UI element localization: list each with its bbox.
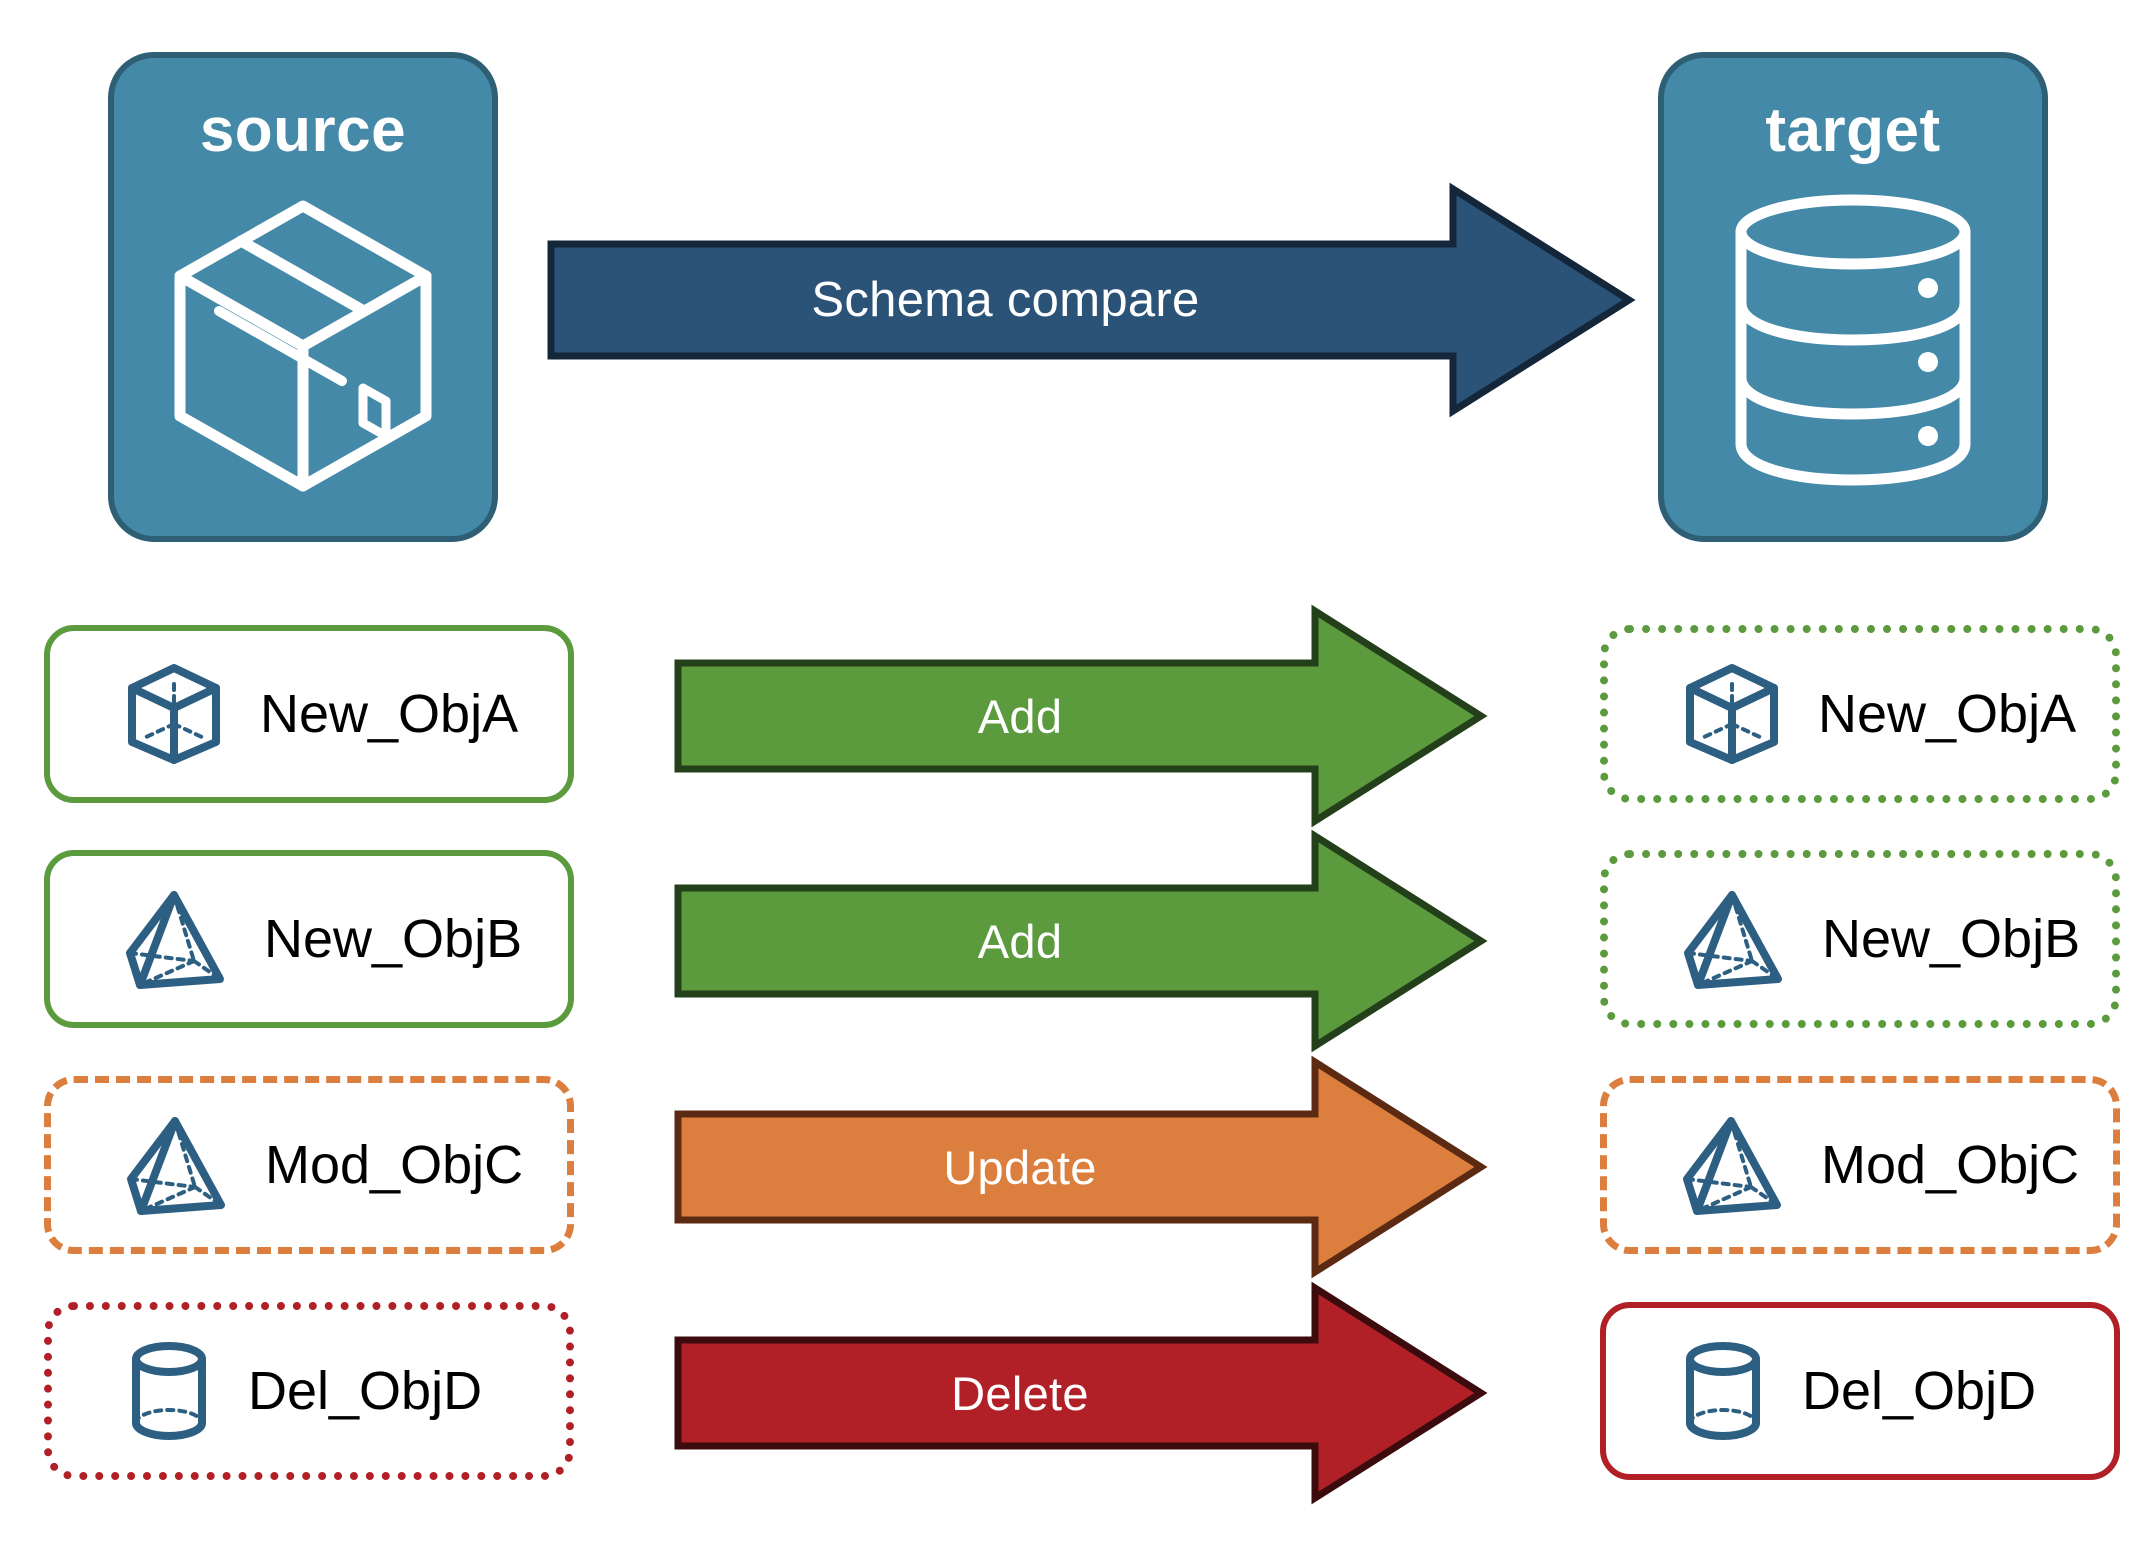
action-arrow-update: Update <box>674 1055 1488 1279</box>
wireframe-cube-icon <box>124 662 224 766</box>
source-object-card: New_ObjB <box>44 850 574 1028</box>
schema-compare-arrow: Schema compare <box>547 182 1636 418</box>
target-object-card: New_ObjB <box>1600 850 2120 1028</box>
wireframe-pyramid-icon <box>125 1113 229 1217</box>
source-object-name: New_ObjB <box>264 909 523 969</box>
target-object-name: Del_ObjD <box>1802 1361 2037 1421</box>
target-object-card: New_ObjA <box>1600 625 2120 803</box>
compare-row: Mod_ObjC Update <box>0 1055 2150 1279</box>
target-object-name: New_ObjB <box>1822 909 2081 969</box>
compare-row: New_ObjB Add <box>0 829 2150 1053</box>
compare-row: New_ObjA Add <box>0 604 2150 828</box>
wireframe-cylinder-icon <box>1680 1339 1766 1443</box>
source-object-card: Del_ObjD <box>44 1302 574 1480</box>
target-object-name: Mod_ObjC <box>1821 1135 2080 1195</box>
wireframe-pyramid-icon <box>124 887 228 991</box>
action-arrow-add: Add <box>674 829 1488 1053</box>
source-object-card: Mod_ObjC <box>44 1076 574 1254</box>
source-object-name: New_ObjA <box>260 684 519 744</box>
target-title: target <box>1765 96 1941 165</box>
wireframe-pyramid-icon <box>1681 1113 1785 1217</box>
target-object-card: Mod_ObjC <box>1600 1076 2120 1254</box>
wireframe-cube-icon <box>1682 662 1782 766</box>
database-cylinder-icon <box>1723 188 1983 488</box>
target-object-name: New_ObjA <box>1818 684 2077 744</box>
source-title: source <box>199 96 407 165</box>
wireframe-cylinder-icon <box>126 1339 212 1443</box>
source-object-name: Mod_ObjC <box>265 1135 524 1195</box>
wireframe-pyramid-icon <box>1682 887 1786 991</box>
compare-row: Del_ObjD Delete Del_ObjD <box>0 1281 2150 1505</box>
package-box-icon <box>158 188 448 492</box>
source-endpoint-card: source <box>108 52 498 542</box>
source-object-card: New_ObjA <box>44 625 574 803</box>
target-object-card: Del_ObjD <box>1600 1302 2120 1480</box>
target-endpoint-card: target <box>1658 52 2048 542</box>
action-arrow-add: Add <box>674 604 1488 828</box>
source-object-name: Del_ObjD <box>248 1361 483 1421</box>
action-arrow-delete: Delete <box>674 1281 1488 1505</box>
